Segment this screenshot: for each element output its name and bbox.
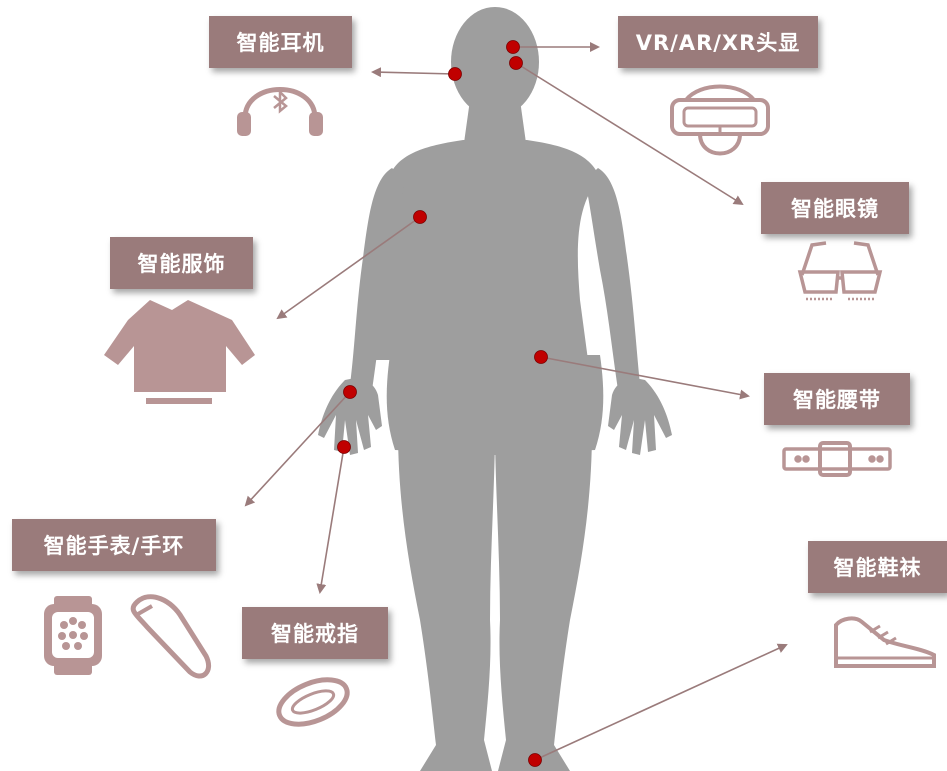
label-vr-headset: VR/AR/XR头显 bbox=[618, 16, 818, 68]
marker-eye bbox=[510, 57, 523, 70]
belt-icon bbox=[784, 443, 890, 475]
label-shoes: 智能鞋袜 bbox=[808, 541, 947, 593]
marker-ear bbox=[449, 68, 462, 81]
marker-chest bbox=[414, 211, 427, 224]
label-ring: 智能戒指 bbox=[242, 607, 388, 659]
label-glasses: 智能眼镜 bbox=[761, 182, 909, 234]
label-clothing: 智能服饰 bbox=[110, 237, 253, 289]
smartwatch-icon bbox=[44, 596, 102, 675]
arrow-headphones bbox=[373, 72, 455, 74]
3d-glasses-icon bbox=[800, 243, 880, 299]
label-belt: 智能腰带 bbox=[764, 373, 910, 425]
headphones-icon bbox=[237, 90, 323, 137]
label-headphones: 智能耳机 bbox=[209, 16, 352, 68]
sneaker-icon bbox=[836, 618, 934, 666]
marker-wrist bbox=[344, 386, 357, 399]
marker-foot bbox=[529, 754, 542, 767]
ring-icon bbox=[273, 671, 354, 733]
vr-headset-icon bbox=[672, 87, 768, 154]
marker-waist bbox=[535, 351, 548, 364]
arrow-shoes bbox=[535, 645, 786, 760]
sweater-icon bbox=[104, 300, 255, 404]
marker-finger bbox=[338, 441, 351, 454]
marker-head-top bbox=[507, 41, 520, 54]
fitness-band-icon bbox=[133, 597, 208, 676]
label-watch-band: 智能手表/手环 bbox=[12, 519, 216, 571]
arrow-ring bbox=[320, 447, 344, 592]
